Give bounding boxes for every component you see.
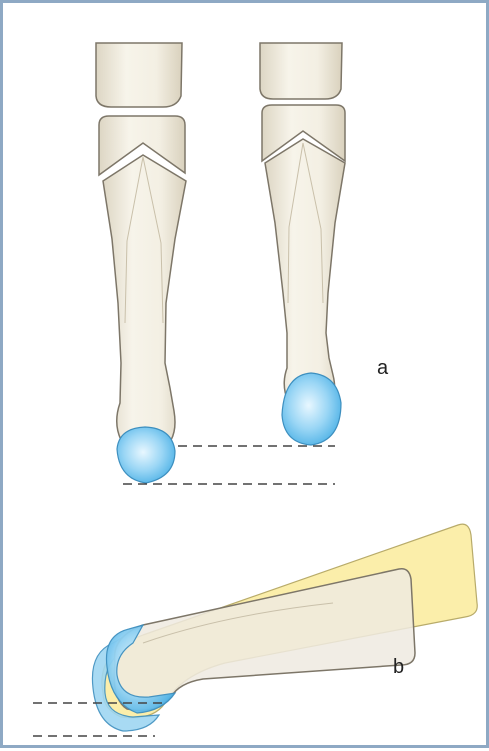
- panel-b-bones: [92, 524, 477, 731]
- left-articular-cap: [117, 427, 175, 483]
- panel-a-left-bone: [96, 43, 186, 483]
- right-proximal-segment: [260, 43, 342, 99]
- right-metatarsal-shaft: [265, 139, 345, 401]
- osteotomy-illustration: [3, 3, 489, 751]
- panel-a-right-bone: [260, 43, 345, 445]
- left-metatarsal-shaft: [103, 155, 186, 440]
- left-proximal-segment: [96, 43, 182, 107]
- panel-b-label: b: [393, 657, 404, 677]
- panel-a-label: a: [377, 358, 388, 378]
- shortened-bone: [114, 569, 415, 711]
- right-articular-cap: [282, 373, 341, 445]
